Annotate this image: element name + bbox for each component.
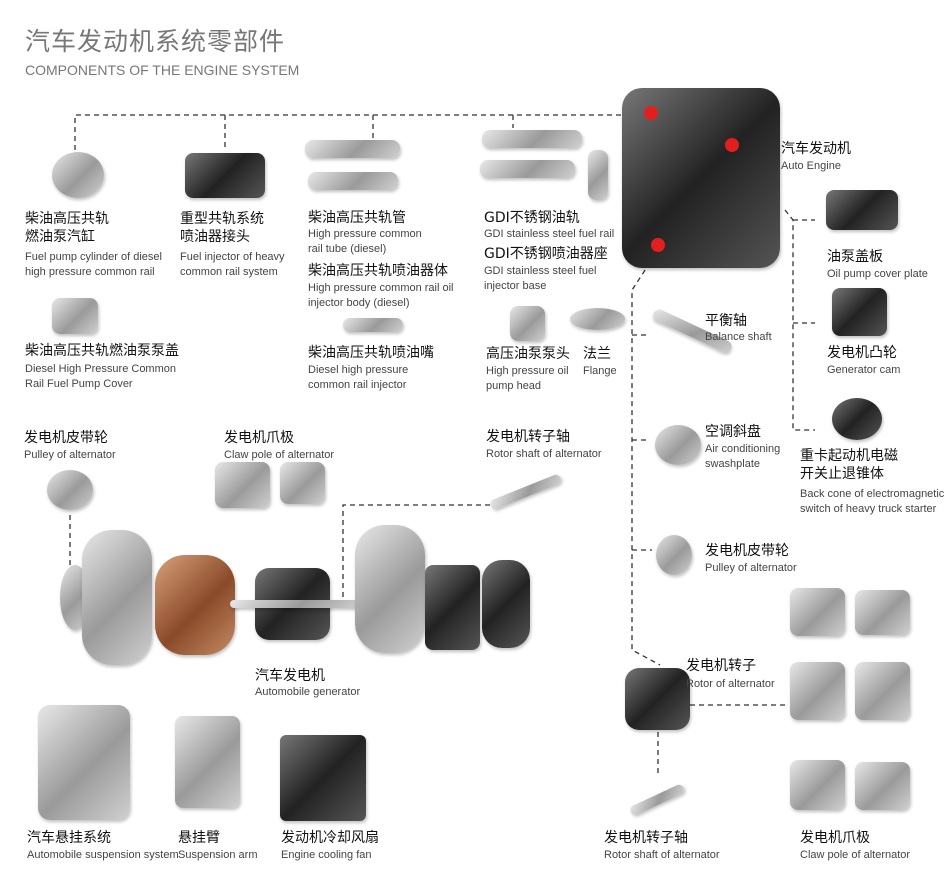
claw-pole-image (790, 588, 845, 636)
engine-label-en: Auto Engine (781, 160, 841, 172)
generator-cam-image (832, 288, 887, 336)
nozzle-label-en: Diesel high pressure common rail injecto… (308, 364, 409, 391)
pump-cylinder-label-cn: 柴油高压共轨 燃油泵汽缸 (25, 211, 109, 245)
suspension-arm-label-cn: 悬挂臂 (178, 830, 220, 846)
claw-pole-left-image (280, 462, 325, 504)
nozzle-image (343, 318, 403, 332)
oil-pump-plate-label-cn: 油泵盖板 (827, 249, 883, 265)
nozzle-label-cn: 柴油高压共轨喷油嘴 (308, 345, 434, 361)
gdi-base-label-cn: GDI不锈钢喷油器座 (484, 246, 608, 262)
swashplate-label-cn: 空调斜盘 (705, 424, 761, 440)
generator-label-cn: 汽车发电机 (255, 668, 325, 684)
claw-pole-image (790, 662, 845, 720)
claw-pole-image (855, 590, 910, 635)
claw-pole-left-label-cn: 发电机爪极 (224, 430, 294, 446)
injector-connector-label-cn: 重型共轨系统 喷油器接头 (180, 211, 264, 245)
flange-image (570, 308, 625, 330)
rail-tube-image (305, 140, 400, 158)
rail-tube-image-2 (308, 172, 398, 190)
injector-body-label-en: High pressure common rail oil injector b… (308, 282, 454, 309)
stator-image (155, 555, 235, 655)
pump-head-label-cn: 高压油泵泵头 (486, 346, 570, 362)
cooling-fan-image (280, 735, 366, 821)
gdi-rail-label-cn: GDI不锈钢油轨 (484, 210, 580, 226)
suspension-arm-image (175, 716, 240, 808)
rotor-shaft-right-label-en: Rotor shaft of alternator (604, 849, 720, 861)
gdi-base-image (588, 150, 608, 200)
pulley-left-label-en: Pulley of alternator (24, 449, 116, 461)
injector-connector-image (185, 153, 265, 198)
back-cone-label-en: Back cone of electromagnetic switch of h… (800, 488, 945, 515)
pump-cover-image (52, 298, 98, 334)
claw-pole-right-label-cn: 发电机爪极 (800, 830, 870, 846)
swashplate-image (655, 425, 701, 465)
claw-pole-image (855, 762, 910, 810)
hotspot-marker[interactable] (651, 238, 665, 252)
generator-cam-label-en: Generator cam (827, 364, 901, 376)
engine-label-cn: 汽车发动机 (781, 141, 851, 157)
pump-cylinder-image (52, 152, 104, 198)
rear-cover-image (482, 560, 530, 648)
pulley-left-label-cn: 发电机皮带轮 (24, 430, 108, 446)
balance-shaft-label-en: Balance shaft (705, 331, 772, 343)
pump-head-label-en: High pressure oil pump head (486, 365, 569, 392)
rotor-shaft-right-label-cn: 发电机转子轴 (604, 830, 688, 846)
shaft-image (230, 600, 360, 608)
back-cone-label-cn: 重卡起动机电磁 开关止退锥体 (800, 448, 898, 482)
generator-label-en: Automobile generator (255, 686, 361, 698)
suspension-label-en: Automobile suspension system (27, 849, 179, 861)
claw-pole-image (855, 662, 910, 720)
gdi-rail-label-en: GDI stainless steel fuel rail (484, 228, 615, 240)
suspension-arm-label-en: Suspension arm (178, 849, 258, 861)
page-title: 汽车发动机系统零部件 (25, 27, 286, 56)
suspension-label-cn: 汽车悬挂系统 (27, 830, 111, 846)
swashplate-label-en: Air conditioning swashplate (705, 443, 781, 470)
hotspot-marker[interactable] (644, 106, 658, 120)
pulley-left-image (47, 470, 93, 510)
rail-tube-label-en: High pressure common rail tube (diesel) (308, 228, 422, 255)
rotor-label-cn: 发电机转子 (686, 658, 756, 674)
suspension-image (38, 705, 130, 820)
oil-pump-plate-image (826, 190, 898, 230)
injector-body-label-cn: 柴油高压共轨喷油器体 (308, 263, 448, 279)
cooling-fan-label-cn: 发动机冷却风扇 (281, 830, 379, 846)
balance-shaft-label-cn: 平衡轴 (705, 313, 747, 329)
flange-label-cn: 法兰 (583, 346, 611, 362)
pump-head-image (510, 306, 545, 341)
hotspot-marker[interactable] (725, 138, 739, 152)
gdi-base-label-en: GDI stainless steel fuel injector base (484, 265, 597, 292)
rotor-shaft-left-label-en: Rotor shaft of alternator (486, 448, 602, 460)
injector-connector-label-en: Fuel injector of heavy common rail syste… (180, 251, 285, 278)
cooling-fan-label-en: Engine cooling fan (281, 849, 372, 861)
alternator-housing-image (82, 530, 152, 665)
back-cone-image (832, 398, 882, 440)
pump-cover-label-en: Diesel High Pressure Common Rail Fuel Pu… (25, 363, 176, 390)
pump-cylinder-label-en: Fuel pump cylinder of diesel high pressu… (25, 251, 162, 278)
claw-pole-image (790, 760, 845, 810)
rotor-label-en: Rotor of alternator (686, 678, 775, 690)
rail-tube-label-cn: 柴油高压共轨管 (308, 210, 406, 226)
rotor-image (625, 668, 690, 730)
claw-pole-right-label-en: Claw pole of alternator (800, 849, 911, 861)
pulley-right-image (656, 535, 692, 575)
rotor-shaft-left-label-cn: 发电机转子轴 (486, 429, 570, 445)
claw-pole-left-label-en: Claw pole of alternator (224, 449, 335, 461)
page-subtitle: COMPONENTS OF THE ENGINE SYSTEM (25, 62, 300, 78)
rear-housing-image (355, 525, 425, 653)
pump-cover-label-cn: 柴油高压共轨燃油泵泵盖 (25, 343, 179, 359)
oil-pump-plate-label-en: Oil pump cover plate (827, 268, 928, 280)
flange-label-en: Flange (583, 365, 617, 377)
rectifier-image (425, 565, 480, 650)
pulley-right-label-en: Pulley of alternator (705, 562, 797, 574)
pulley-right-label-cn: 发电机皮带轮 (705, 543, 789, 559)
generator-cam-label-cn: 发电机凸轮 (827, 345, 897, 361)
gdi-rail-image (482, 130, 582, 148)
claw-pole-left-image (215, 462, 270, 508)
gdi-rail-image-2 (480, 160, 575, 178)
